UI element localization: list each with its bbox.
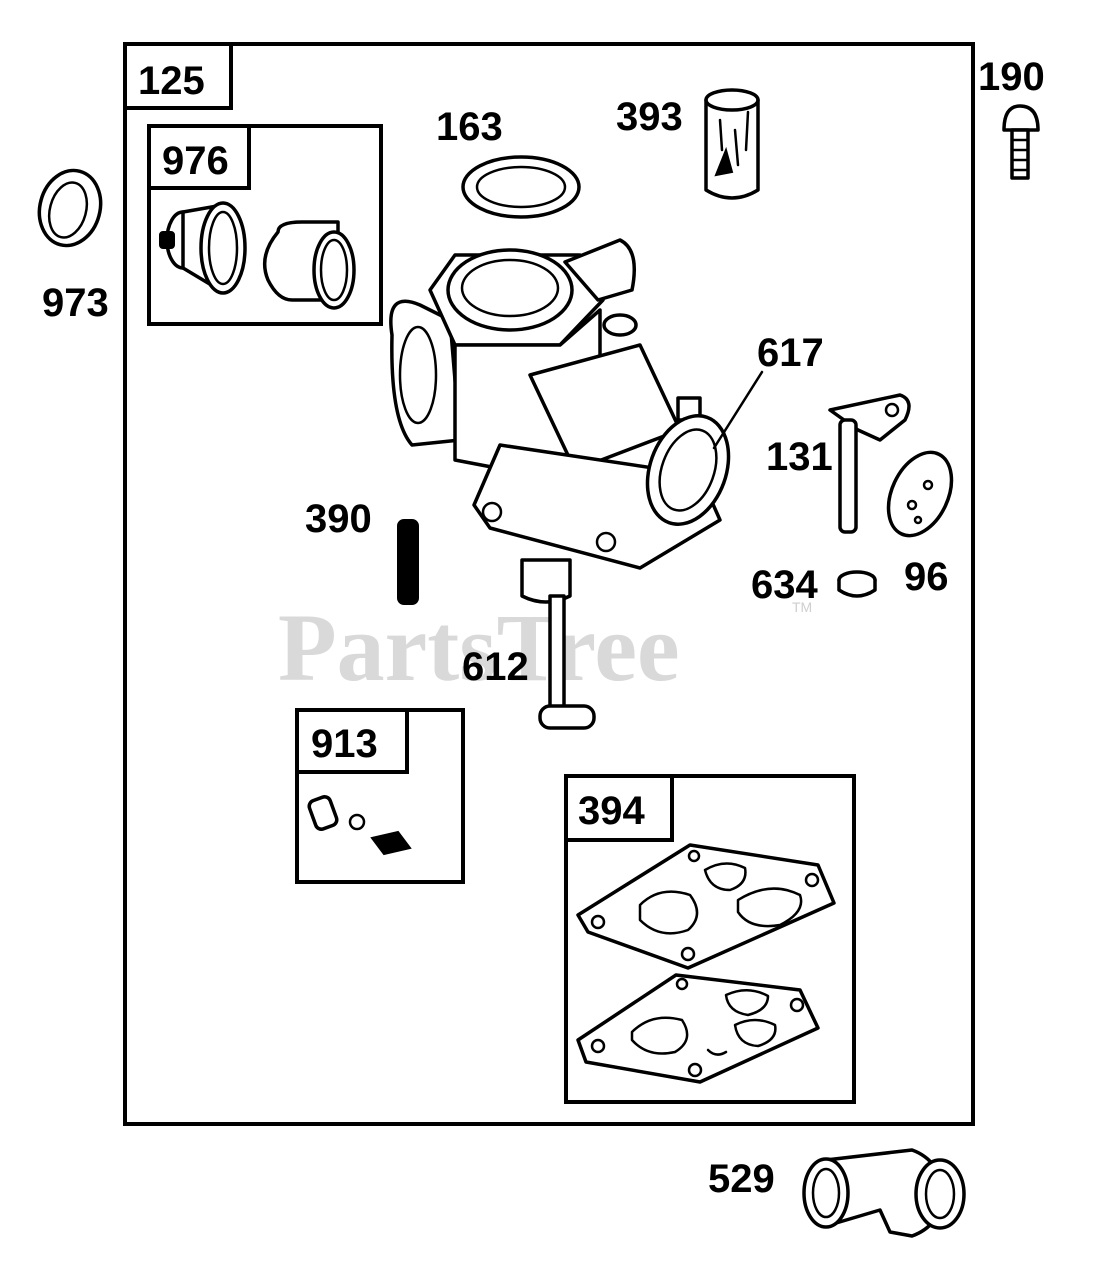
choke-kit-tag-box <box>147 124 251 190</box>
callout-131[interactable]: 131 <box>766 435 833 479</box>
callout-612[interactable]: 612 <box>462 645 529 689</box>
upper-gasket <box>576 843 836 970</box>
callout-190[interactable]: 190 <box>978 55 1045 99</box>
callout-393[interactable]: 393 <box>616 95 683 139</box>
screw-190 <box>1002 104 1040 180</box>
choke-kit-frame <box>147 124 383 326</box>
lower-gasket <box>576 973 820 1084</box>
carburetor-body <box>389 238 722 604</box>
seal-634 <box>837 570 877 598</box>
throttle-shaft-131 <box>828 393 911 534</box>
seal-973 <box>37 168 103 248</box>
callout-390[interactable]: 390 <box>305 497 372 541</box>
gasket-kit-tag-box <box>564 774 674 842</box>
elbow-529 <box>802 1148 966 1238</box>
needle-kit-ref-number[interactable]: 913 <box>311 722 378 766</box>
assembly-ref-number[interactable]: 125 <box>138 59 205 103</box>
carburetor-assembly-frame <box>123 42 975 1126</box>
gasket-kit-frame <box>564 774 856 1104</box>
needle-kit-parts <box>307 795 412 856</box>
o-ring-163 <box>461 155 581 219</box>
choke-kit-parts <box>159 201 356 310</box>
needle-kit-tag-box <box>295 708 409 774</box>
assembly-tag-box <box>123 42 233 110</box>
seal-617 <box>645 370 764 526</box>
filter-393 <box>704 88 760 200</box>
callout-529[interactable]: 529 <box>708 1157 775 1201</box>
watermark-trademark: TM <box>792 599 812 615</box>
watermark: PartsTree <box>278 594 680 701</box>
callout-96[interactable]: 96 <box>904 555 949 599</box>
spring-390 <box>397 519 419 605</box>
callout-163[interactable]: 163 <box>436 105 503 149</box>
choke-kit-ref-number[interactable]: 976 <box>162 139 229 183</box>
throttle-plate-96 <box>886 450 954 538</box>
gasket-kit-ref-number[interactable]: 394 <box>578 789 645 833</box>
callout-617[interactable]: 617 <box>757 331 824 375</box>
fuel-pipe-612 <box>538 594 596 730</box>
callout-973[interactable]: 973 <box>42 281 109 325</box>
callout-634[interactable]: 634 <box>751 563 818 607</box>
